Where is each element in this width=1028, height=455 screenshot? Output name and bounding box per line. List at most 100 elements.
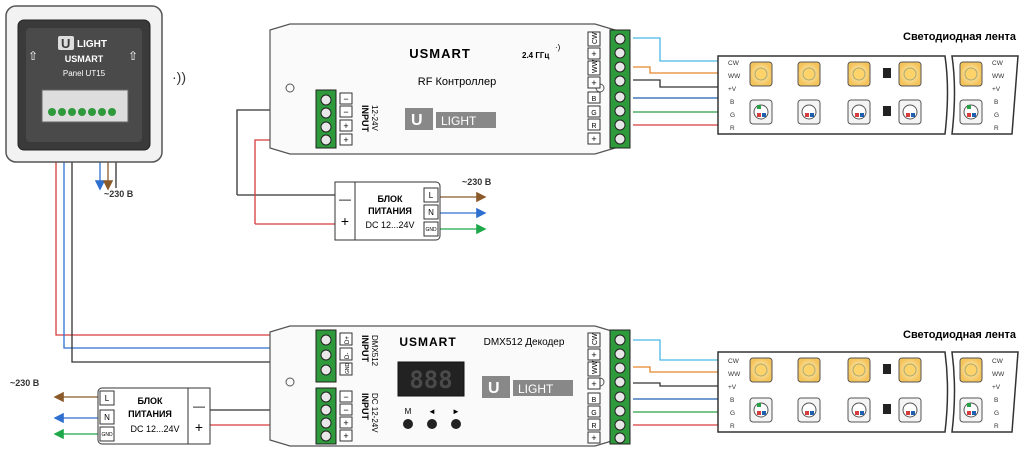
dmx-decoder: D+ D- GND INPUT DMX512 − − + + INPUT DC … (269, 325, 631, 447)
svg-text:+: + (591, 350, 596, 360)
svg-text:—: — (339, 192, 351, 206)
svg-text:GND: GND (345, 363, 351, 375)
svg-text:R: R (994, 125, 999, 132)
svg-text:CW: CW (592, 333, 599, 345)
svg-text:DMX512: DMX512 (370, 335, 379, 367)
dmx-button-right[interactable] (451, 419, 461, 429)
wire-panel-gnd (71, 118, 318, 363)
svg-text:G: G (591, 410, 596, 417)
svg-text:G: G (591, 110, 596, 117)
svg-text:WW: WW (728, 371, 741, 378)
svg-text:U: U (61, 36, 70, 51)
dmx-brand: USMART (399, 335, 456, 349)
svg-text:WW: WW (592, 360, 599, 374)
strip-bottom-warm-leds (749, 357, 983, 383)
panel-brand: USMART (65, 54, 104, 64)
panel-model: Panel UT15 (63, 69, 106, 78)
svg-text:−: − (343, 107, 348, 117)
psu-top: — + БЛОК ПИТАНИЯ DC 12...24V L N GND ~23… (334, 177, 492, 241)
svg-text:R: R (591, 123, 596, 130)
svg-text:WW: WW (992, 73, 1005, 80)
svg-text:+: + (591, 78, 596, 88)
svg-text:B: B (994, 397, 998, 404)
svg-text:D+: D+ (345, 336, 351, 344)
panel-terminals (48, 108, 116, 116)
svg-text:◄: ◄ (428, 407, 436, 416)
svg-text:B: B (730, 397, 734, 404)
svg-text:БЛОК: БЛОК (137, 396, 163, 406)
svg-text:~230 В: ~230 В (462, 177, 492, 187)
dmx-input-terminals: D+ D- GND (339, 332, 353, 376)
svg-text:БЛОК: БЛОК (377, 194, 403, 204)
svg-text:B: B (730, 99, 734, 106)
svg-text:+: + (341, 213, 349, 229)
svg-text:—: — (193, 399, 205, 413)
svg-text:LIGHT: LIGHT (441, 114, 477, 128)
svg-text:►: ► (452, 407, 460, 416)
svg-text:−: − (343, 392, 348, 402)
svg-text:WW: WW (592, 59, 599, 73)
rf-controller: − − + + INPUT 12-24V USMART 2.4 ГГц ·) R… (269, 23, 631, 155)
svg-text:WW: WW (992, 371, 1005, 378)
svg-text:+V: +V (728, 86, 737, 93)
rf-output-labels: CW + WW + B G R + (587, 31, 601, 145)
svg-text:DC 12...24V: DC 12...24V (130, 424, 179, 434)
svg-text:+: + (343, 431, 348, 441)
svg-text:CW: CW (728, 358, 740, 365)
svg-text:~230 В: ~230 В (10, 378, 40, 388)
svg-text:U: U (411, 112, 423, 129)
svg-text:N: N (104, 413, 110, 422)
svg-text:GND: GND (425, 227, 437, 233)
strip-top-title: Светодиодная лента (903, 31, 1017, 43)
svg-text:G: G (730, 112, 735, 119)
svg-text:G: G (730, 410, 735, 417)
svg-text:+V: +V (992, 384, 1001, 391)
svg-text:M: M (405, 407, 412, 416)
svg-text:ПИТАНИЯ: ПИТАНИЯ (368, 206, 412, 216)
svg-text:INPUT: INPUT (360, 335, 370, 363)
svg-text:12-24V: 12-24V (370, 105, 379, 131)
svg-text:LIGHT: LIGHT (77, 39, 107, 50)
wire-panel-dminus (63, 118, 318, 349)
dmx-title: DMX512 Декодер (484, 337, 565, 348)
svg-text:−: − (343, 405, 348, 415)
svg-text:+: + (343, 135, 348, 145)
wire-panel-dplus (55, 118, 318, 336)
wireless-signal-icon: ·)) (172, 69, 186, 85)
svg-text:+: + (591, 433, 596, 443)
svg-text:~230 В: ~230 В (104, 189, 134, 199)
svg-text:CW: CW (992, 358, 1004, 365)
svg-text:+: + (591, 49, 596, 59)
svg-text:G: G (994, 112, 999, 119)
dmx-output-labels: CW + WW + B G R + (587, 332, 601, 444)
svg-text:B: B (994, 99, 998, 106)
dmx-button-left[interactable] (427, 419, 437, 429)
strip-bottom-rgb-leds (749, 397, 983, 423)
svg-text:INPUT: INPUT (360, 105, 370, 133)
dmx-button-m[interactable] (403, 419, 413, 429)
dmx-power-terminals: − − + + (339, 390, 353, 442)
svg-text:U: U (488, 380, 500, 397)
svg-text:·): ·) (555, 43, 561, 52)
svg-text:GND: GND (101, 432, 113, 438)
psu-bottom: — + БЛОК ПИТАНИЯ DC 12...24V L N GND ~23… (10, 378, 211, 445)
svg-text:DC 12-24V: DC 12-24V (370, 393, 379, 433)
svg-text:INPUT: INPUT (360, 393, 370, 421)
svg-text:D-: D- (345, 353, 351, 359)
svg-text:+: + (195, 419, 203, 435)
dmx-display: 888 (409, 366, 452, 394)
svg-text:CW: CW (592, 32, 599, 44)
svg-text:+V: +V (992, 86, 1001, 93)
svg-text:L: L (105, 394, 110, 403)
svg-text:WW: WW (728, 73, 741, 80)
rf-frequency: 2.4 ГГц (522, 51, 549, 60)
svg-text:N: N (428, 208, 434, 217)
svg-text:R: R (730, 125, 735, 132)
panel-ut15: ⇧ ⇧ U LIGHT USMART Panel UT15 ·)) ~230 В (5, 5, 186, 199)
svg-text:+: + (343, 121, 348, 131)
led-strip-top: Светодиодная лента CW WW +V B G R CW WW … (717, 31, 1019, 135)
svg-text:DC 12...24V: DC 12...24V (365, 220, 414, 230)
rf-title: RF Контроллер (418, 76, 496, 88)
svg-text:+: + (591, 379, 596, 389)
